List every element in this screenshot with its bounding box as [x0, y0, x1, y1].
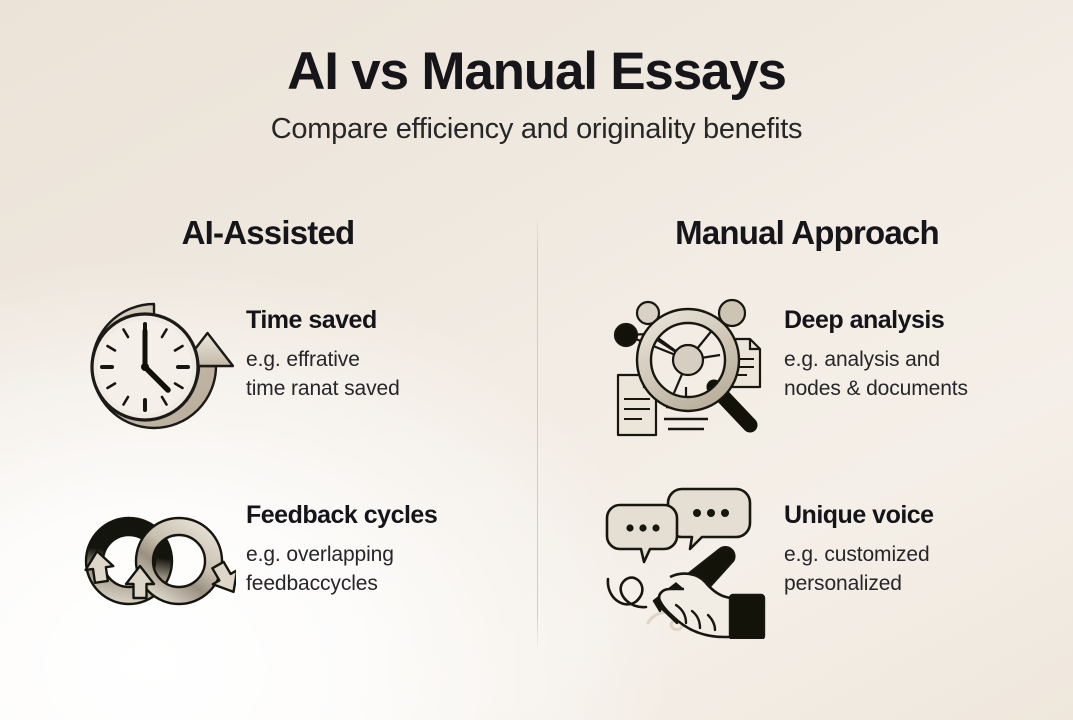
list-item: Unique voice e.g. customized personalize… [536, 486, 1072, 640]
column-manual-approach: Manual Approach [536, 214, 1072, 640]
feedback-cycles-icon-svg [84, 517, 236, 606]
list-item-description: e.g. overlapping feedbaccycles [246, 542, 394, 595]
list-item-text: Deep analysis e.g. analysis and nodes & … [784, 291, 968, 403]
page-subtitle: Compare efficiency and originality benef… [270, 113, 803, 146]
list-item-text: Time saved e.g. effrative time ranat sav… [246, 291, 400, 403]
clock-arrow-icon-svg [90, 303, 234, 430]
clock-arrow-icon [68, 291, 240, 441]
comparison-columns: AI-Assisted [0, 214, 1073, 640]
poster-header: AI vs Manual Essays Compare efficiency a… [0, 42, 1073, 146]
list-item-text: Feedback cycles e.g. overlapping feedbac… [246, 486, 438, 598]
column-divider [537, 214, 538, 652]
list-item: Time saved e.g. effrative time ranat sav… [0, 291, 536, 443]
list-item: Deep analysis e.g. analysis and nodes & … [536, 291, 1072, 443]
list-item: Feedback cycles e.g. overlapping feedbac… [0, 486, 536, 638]
column-heading-manual-approach: Manual Approach [675, 214, 939, 251]
list-item-title: Feedback cycles [246, 501, 438, 530]
column-heading-ai-assisted: AI-Assisted [181, 214, 356, 251]
list-item-title: Deep analysis [784, 306, 945, 335]
magnifier-network-documents-icon-svg [613, 299, 762, 437]
list-item-description: e.g. customized personalized [784, 542, 930, 595]
hand-writing-pen-speech-bubbles-icon-svg [605, 487, 766, 640]
hand-writing-pen-speech-bubbles-icon [598, 486, 778, 640]
list-item-title: Unique voice [784, 501, 934, 530]
magnifier-network-documents-icon [598, 291, 778, 441]
list-item-description: e.g. analysis and nodes & documents [784, 347, 968, 400]
manual-approach-items: Deep analysis e.g. analysis and nodes & … [536, 291, 1072, 640]
list-item-title: Time saved [246, 306, 377, 335]
list-item-description: e.g. effrative time ranat saved [246, 347, 400, 400]
list-item-text: Unique voice e.g. customized personalize… [784, 486, 934, 598]
feedback-cycles-icon [68, 486, 240, 636]
page-title: AI vs Manual Essays [287, 42, 787, 101]
column-ai-assisted: AI-Assisted [0, 214, 536, 638]
ai-assisted-items: Time saved e.g. effrative time ranat sav… [0, 291, 536, 638]
